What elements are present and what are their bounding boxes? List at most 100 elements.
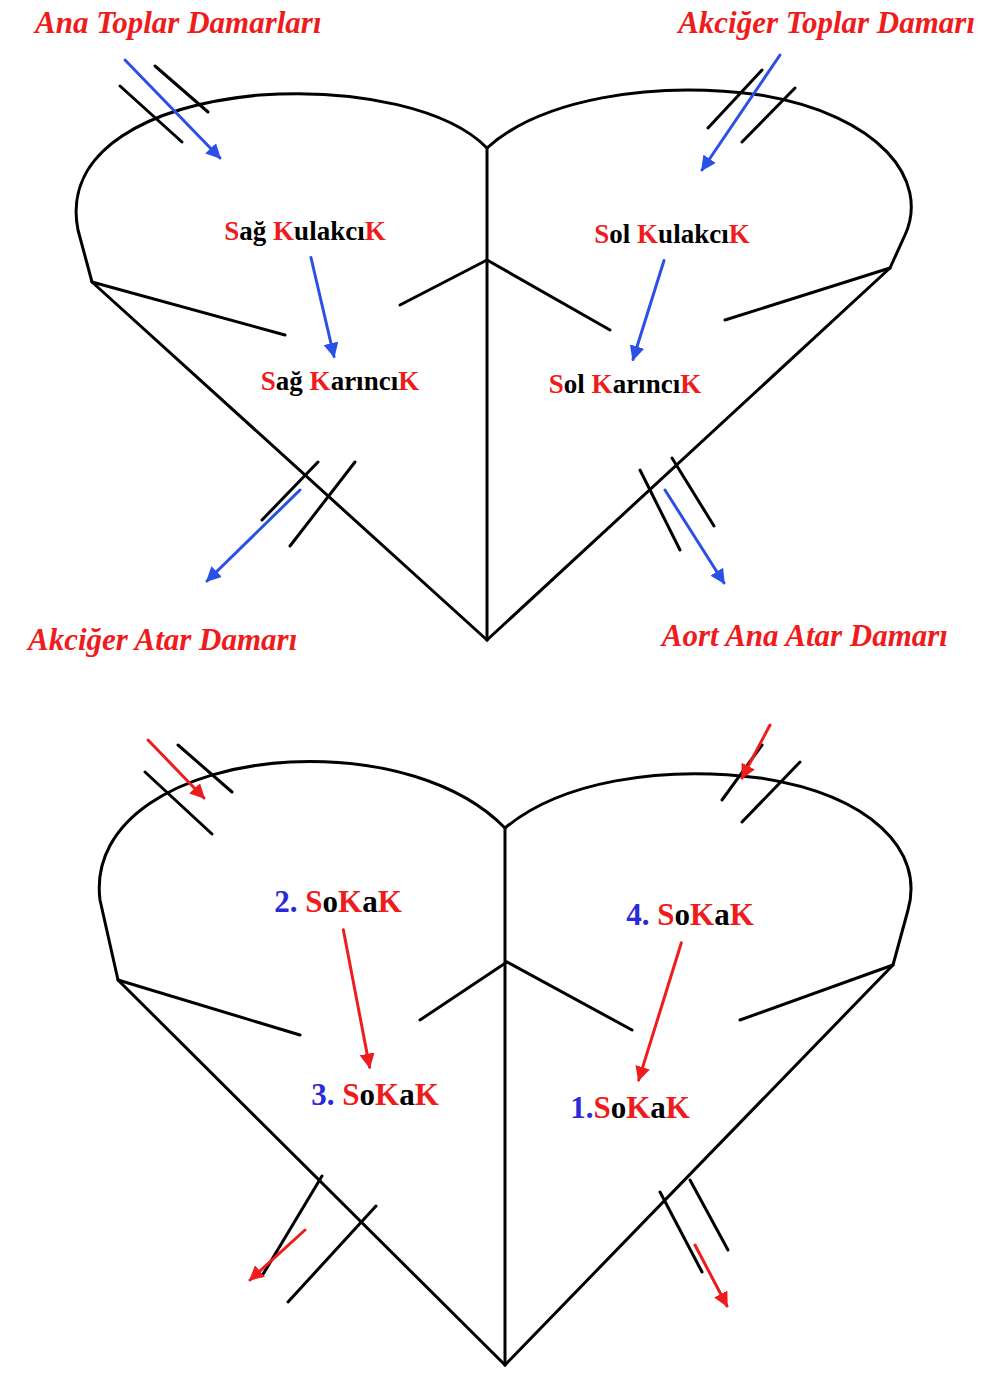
chamber-name: Sol KarıncıK xyxy=(549,369,701,400)
letter: c xyxy=(379,366,391,396)
vessel-wall xyxy=(742,762,800,822)
flow-arrow xyxy=(207,490,300,581)
flow-arrow xyxy=(148,740,204,798)
flow-arrow xyxy=(250,1230,305,1280)
letter: l xyxy=(623,219,631,249)
chamber-region: 1.SoKaK xyxy=(566,1086,694,1130)
letter: S xyxy=(657,897,674,932)
chamber-name: 2. SoKaK xyxy=(274,884,402,920)
letter: a xyxy=(399,1077,415,1112)
letter: K xyxy=(415,1077,439,1112)
valve-line xyxy=(507,962,632,1030)
vessel-name: Ana Toplar Damarları xyxy=(35,5,322,41)
letter: K xyxy=(680,369,701,399)
vessel-wall xyxy=(120,86,182,142)
heart-outline xyxy=(487,90,911,640)
letter: K xyxy=(365,216,386,246)
vessel-name: Akciğer Toplar Damarı xyxy=(678,5,975,41)
heart-outline xyxy=(99,762,505,1365)
letter: ı xyxy=(673,369,681,399)
flow-arrow xyxy=(702,55,780,170)
vessel-name: Aort Ana Atar Damarı xyxy=(662,618,948,654)
letter: k xyxy=(694,219,709,249)
letter xyxy=(298,884,306,919)
letter: K xyxy=(310,366,331,396)
letter: o xyxy=(564,369,578,399)
chamber-region: Sağ KarıncıK xyxy=(257,362,423,401)
letter xyxy=(650,897,658,932)
letter: . xyxy=(586,1090,594,1125)
letter: a xyxy=(239,216,253,246)
letter: ı xyxy=(638,369,646,399)
letter: K xyxy=(592,369,613,399)
flow-arrow xyxy=(633,261,664,360)
letter: K xyxy=(729,219,750,249)
vessel-wall xyxy=(660,1192,702,1272)
letter: K xyxy=(626,1090,650,1125)
letter: K xyxy=(338,884,362,919)
letter: o xyxy=(360,1077,376,1112)
chamber-region: 4. SoKaK xyxy=(622,893,758,937)
letter: 3 xyxy=(311,1077,327,1112)
letter: K xyxy=(273,216,294,246)
letter: a xyxy=(276,366,290,396)
letter: K xyxy=(375,1077,399,1112)
letter: l xyxy=(577,369,585,399)
letter: ı xyxy=(391,366,399,396)
vessel-wall xyxy=(262,462,318,520)
letter: . xyxy=(642,897,650,932)
letter: r xyxy=(626,369,638,399)
letter: S xyxy=(549,369,564,399)
chamber-name: Sağ KarıncıK xyxy=(261,366,419,397)
letter: n xyxy=(646,369,661,399)
letter xyxy=(266,216,273,246)
flow-arrow xyxy=(343,930,369,1067)
letter: 1 xyxy=(570,1090,586,1125)
chamber-name: 3. SoKaK xyxy=(311,1077,439,1113)
letter: a xyxy=(650,1090,666,1125)
vessel-wall xyxy=(690,1180,728,1250)
valve-line xyxy=(420,962,507,1020)
letter: o xyxy=(611,1090,627,1125)
letter: K xyxy=(690,897,714,932)
valve-line xyxy=(740,965,893,1020)
chamber-region: 2. SoKaK xyxy=(270,880,406,924)
heart-outline xyxy=(505,774,911,1365)
letter: ı xyxy=(357,216,365,246)
letter: S xyxy=(594,219,609,249)
chamber-name: 4. SoKaK xyxy=(626,897,754,933)
vessel-wall xyxy=(155,66,208,112)
letter xyxy=(630,219,637,249)
letter: S xyxy=(342,1077,359,1112)
chamber-region: Sağ KulakcıK xyxy=(220,212,389,251)
septum-line xyxy=(504,828,507,1365)
letter: S xyxy=(261,366,276,396)
letter: o xyxy=(609,219,623,249)
vessel-wall xyxy=(672,458,714,526)
flow-arrow xyxy=(742,725,770,778)
letter: a xyxy=(317,216,331,246)
flow-arrow xyxy=(695,1245,727,1306)
letter: S xyxy=(224,216,239,246)
letter xyxy=(585,369,592,399)
letter: a xyxy=(613,369,627,399)
letter: a xyxy=(681,219,695,249)
letter: l xyxy=(309,216,317,246)
chamber-name: Sol KulakcıK xyxy=(594,219,749,250)
flow-arrow xyxy=(125,60,220,158)
vessel-wall xyxy=(290,462,355,546)
letter: u xyxy=(658,219,673,249)
valve-line xyxy=(118,980,300,1035)
letter: S xyxy=(593,1090,610,1125)
flow-arrow xyxy=(311,258,334,357)
letter: ı xyxy=(721,219,729,249)
letter: 4 xyxy=(626,897,642,932)
letter: c xyxy=(709,219,721,249)
letter: r xyxy=(344,366,356,396)
letter: n xyxy=(364,366,379,396)
flow-arrow xyxy=(665,490,724,583)
letter: K xyxy=(398,366,419,396)
chamber-name: Sağ KulakcıK xyxy=(224,216,385,247)
